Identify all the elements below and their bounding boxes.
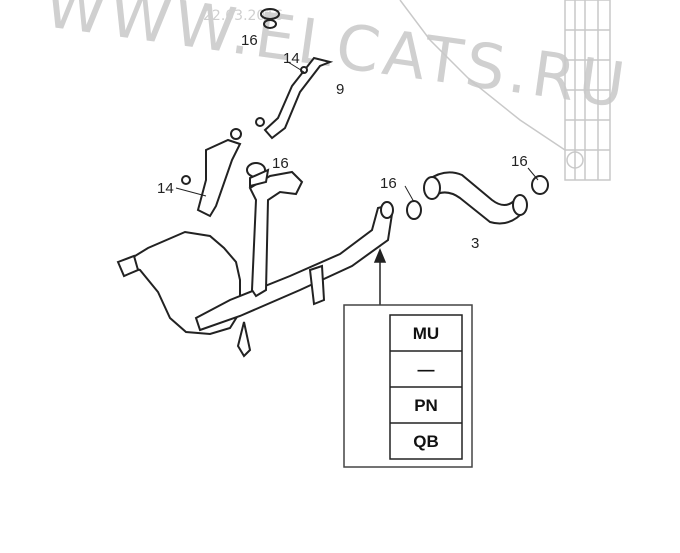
callout-3: 3 bbox=[471, 235, 479, 252]
callout-14-top: 14 bbox=[283, 50, 300, 67]
code-cell-mu: MU bbox=[413, 324, 439, 343]
radiator-background bbox=[399, 0, 611, 181]
water-pipe-assembly bbox=[116, 128, 394, 358]
pointer-arrow bbox=[373, 248, 387, 305]
callout-16-right: 16 bbox=[511, 153, 528, 170]
option-code-table: MU — PN QB bbox=[343, 304, 473, 468]
callout-16-middle: 16 bbox=[272, 155, 289, 172]
watermark-text: WWW.ELCATS.RU bbox=[40, 0, 633, 123]
code-cell-dash: — bbox=[418, 360, 435, 379]
callout-14-left: 14 bbox=[157, 180, 174, 197]
coolant-hose-3 bbox=[423, 171, 528, 225]
code-cell-pn: PN bbox=[414, 396, 438, 415]
date-stamp: 22.03.2016 bbox=[203, 8, 283, 24]
code-cell-qb: QB bbox=[413, 432, 439, 451]
callout-16-top: 16 bbox=[241, 32, 258, 49]
hose-clamps bbox=[246, 8, 549, 220]
callout-16-clamp: 16 bbox=[380, 175, 397, 192]
callout-9: 9 bbox=[336, 81, 344, 98]
